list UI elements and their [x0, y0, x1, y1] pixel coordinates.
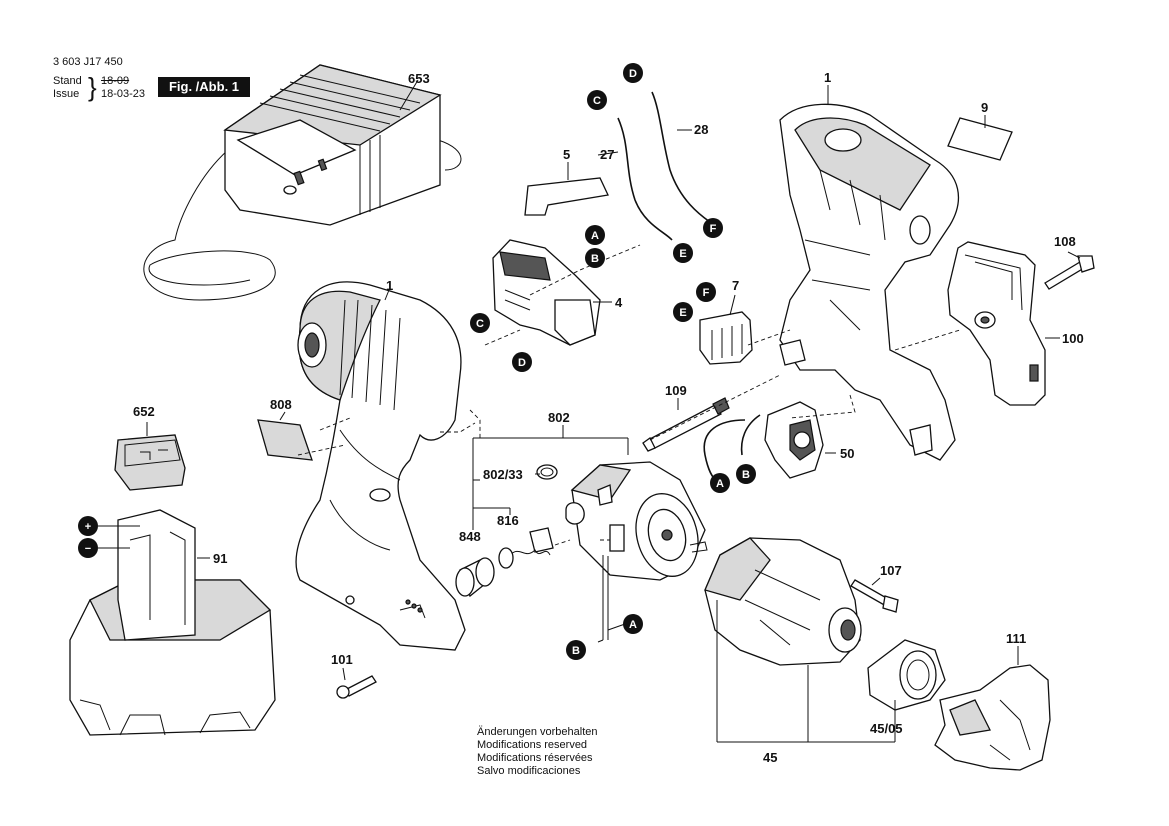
- battery-plus-icon: +: [78, 516, 98, 536]
- part-label-107: 107: [880, 563, 902, 578]
- svg-text:F: F: [710, 223, 717, 235]
- svg-text:B: B: [591, 253, 599, 265]
- connector-badge-f-wire: F: [703, 218, 723, 238]
- part-label-50: 50: [840, 446, 854, 461]
- svg-text:C: C: [593, 95, 601, 107]
- connector-badge-c-switch: C: [470, 313, 490, 333]
- connector-badge-a-switch: A: [585, 225, 605, 245]
- connector-badge-b-switch: B: [585, 248, 605, 268]
- issue-date: 18-03-23: [101, 88, 146, 100]
- part-label-28: 28: [694, 122, 708, 137]
- part-label-27: 27: [600, 147, 614, 162]
- brace-icon: }: [88, 72, 97, 102]
- housing-right-drawing: [779, 103, 960, 461]
- part-label-91: 91: [213, 551, 227, 566]
- connector-badge-e-terminal: E: [673, 302, 693, 322]
- modification-notes: Änderungen vorbehalten Modifications res…: [477, 726, 597, 778]
- part-label-9: 9: [981, 100, 988, 115]
- charger-drawing: [143, 64, 462, 301]
- note-en: Modifications reserved: [477, 739, 588, 751]
- svg-text:E: E: [679, 307, 686, 319]
- label-sticker-drawing: [257, 419, 313, 461]
- housing-left-drawing: [295, 281, 466, 651]
- part-label-111: 111: [1006, 631, 1026, 646]
- bearing-848-drawing: [455, 557, 495, 598]
- electronics-module-drawing: [703, 401, 824, 483]
- cap-drawing: [867, 639, 946, 711]
- part-label-1-right: 1: [824, 70, 831, 85]
- battery-minus-icon: −: [78, 538, 98, 558]
- belt-clip-drawing: [947, 241, 1046, 406]
- svg-text:D: D: [629, 68, 637, 80]
- connector-badge-e-wire: E: [673, 243, 693, 263]
- part-label-5: 5: [563, 147, 570, 162]
- connector-badge-d-wire: D: [623, 63, 643, 83]
- svg-text:−: −: [85, 543, 91, 555]
- svg-text:B: B: [572, 645, 580, 657]
- bit-drawing: [642, 397, 730, 452]
- brush-816-drawing: [498, 527, 554, 569]
- note-de: Änderungen vorbehalten: [477, 726, 598, 738]
- document-number: 3 603 J17 450: [53, 56, 123, 68]
- svg-text:B: B: [742, 469, 750, 481]
- screw-101-drawing: [336, 675, 377, 699]
- part-label-45: 45: [763, 750, 777, 765]
- svg-text:A: A: [629, 619, 637, 631]
- part-label-1-left: 1: [386, 278, 393, 293]
- part-label-652: 652: [133, 404, 155, 419]
- gear-housing-drawing: [704, 537, 862, 666]
- note-es: Salvo modificaciones: [477, 765, 581, 777]
- part-label-802: 802: [548, 410, 570, 425]
- svg-text:C: C: [476, 318, 484, 330]
- connector-badge-c-wire: C: [587, 90, 607, 110]
- leader-lines: [146, 79, 1081, 743]
- part-label-4: 4: [615, 295, 623, 310]
- part-label-7: 7: [732, 278, 739, 293]
- bumper-drawing: [934, 664, 1051, 771]
- battery-cap-drawing: [114, 434, 186, 491]
- part-label-108: 108: [1054, 234, 1076, 249]
- part-label-653: 653: [408, 71, 430, 86]
- figure-label: Fig. /Abb. 1: [158, 77, 250, 97]
- terminal-block-drawing: [699, 311, 753, 365]
- screw-107-drawing: [850, 579, 899, 613]
- svg-text:A: A: [591, 230, 599, 242]
- svg-text:A: A: [716, 478, 724, 490]
- switch-drawing: [492, 177, 609, 346]
- part-label-109: 109: [665, 383, 687, 398]
- svg-text:D: D: [518, 357, 526, 369]
- stand-date: 18-09: [101, 75, 130, 87]
- stand-label: Stand: [53, 75, 82, 87]
- part-label-101: 101: [331, 652, 353, 667]
- part-label-816: 816: [497, 513, 519, 528]
- svg-text:+: +: [85, 521, 91, 533]
- wires-drawing: [617, 91, 711, 241]
- part-label-808: 808: [270, 397, 292, 412]
- svg-text:F: F: [703, 287, 710, 299]
- screw-108-drawing: [1044, 255, 1095, 290]
- part-label-802-33: 802/33: [483, 467, 523, 482]
- connector-badge-f-terminal: F: [696, 282, 716, 302]
- part-label-848: 848: [459, 529, 481, 544]
- label-nameplate-drawing: [947, 117, 1013, 161]
- connector-badge-b-motor: B: [566, 640, 586, 660]
- connector-badge-a-module: A: [710, 473, 730, 493]
- svg-text:E: E: [679, 248, 686, 260]
- note-fr: Modifications réservées: [477, 752, 593, 764]
- issue-label: Issue: [53, 88, 80, 100]
- battery-pack-drawing: [69, 509, 276, 736]
- ring-802-33-drawing: [536, 464, 558, 480]
- connector-badge-b-module: B: [736, 464, 756, 484]
- part-label-100: 100: [1062, 331, 1084, 346]
- part-label-45-05: 45/05: [870, 721, 903, 736]
- connector-badge-a-motor: A: [623, 614, 643, 634]
- connector-badge-d-switch: D: [512, 352, 532, 372]
- motor-drawing: [565, 461, 708, 640]
